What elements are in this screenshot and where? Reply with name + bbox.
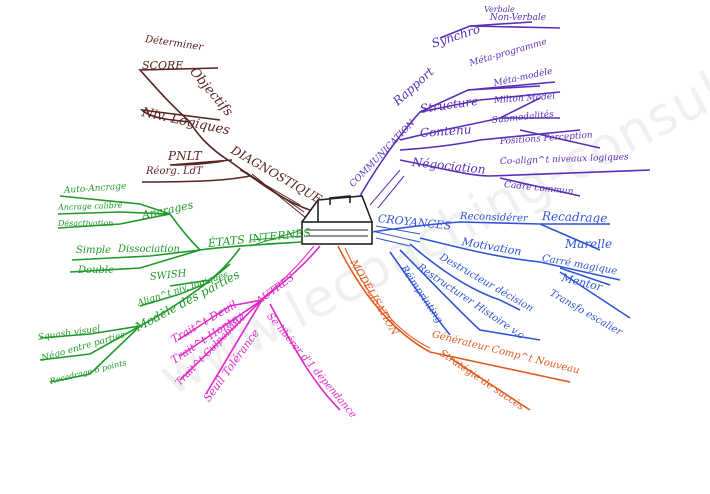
communication-item: Non-Verbale (490, 13, 547, 23)
communication-item: Verbale (484, 5, 515, 14)
diagnostique-item: SCORE (142, 59, 184, 72)
etats-item: Désactivation (58, 219, 114, 228)
autres-lines (177, 245, 341, 411)
etats-item: Simple (76, 245, 112, 256)
croyances-item: Recadrage (541, 209, 608, 226)
croyances-lines (371, 221, 631, 341)
etats-internes-lines (39, 195, 303, 383)
diagnostique-item: Réorg. LdT (146, 166, 203, 177)
etats-item: Double (78, 265, 114, 276)
croyances-item: Marelle (565, 237, 613, 251)
etats-item: Dissociation (118, 244, 180, 255)
diagnostique-lines (138, 67, 311, 219)
toolbox-icon (301, 195, 373, 245)
diagnostique-item: PNLT (168, 149, 202, 163)
communication-lines (359, 21, 651, 209)
communication-item: Contenu (419, 122, 472, 140)
modelisation-lines (337, 245, 571, 411)
